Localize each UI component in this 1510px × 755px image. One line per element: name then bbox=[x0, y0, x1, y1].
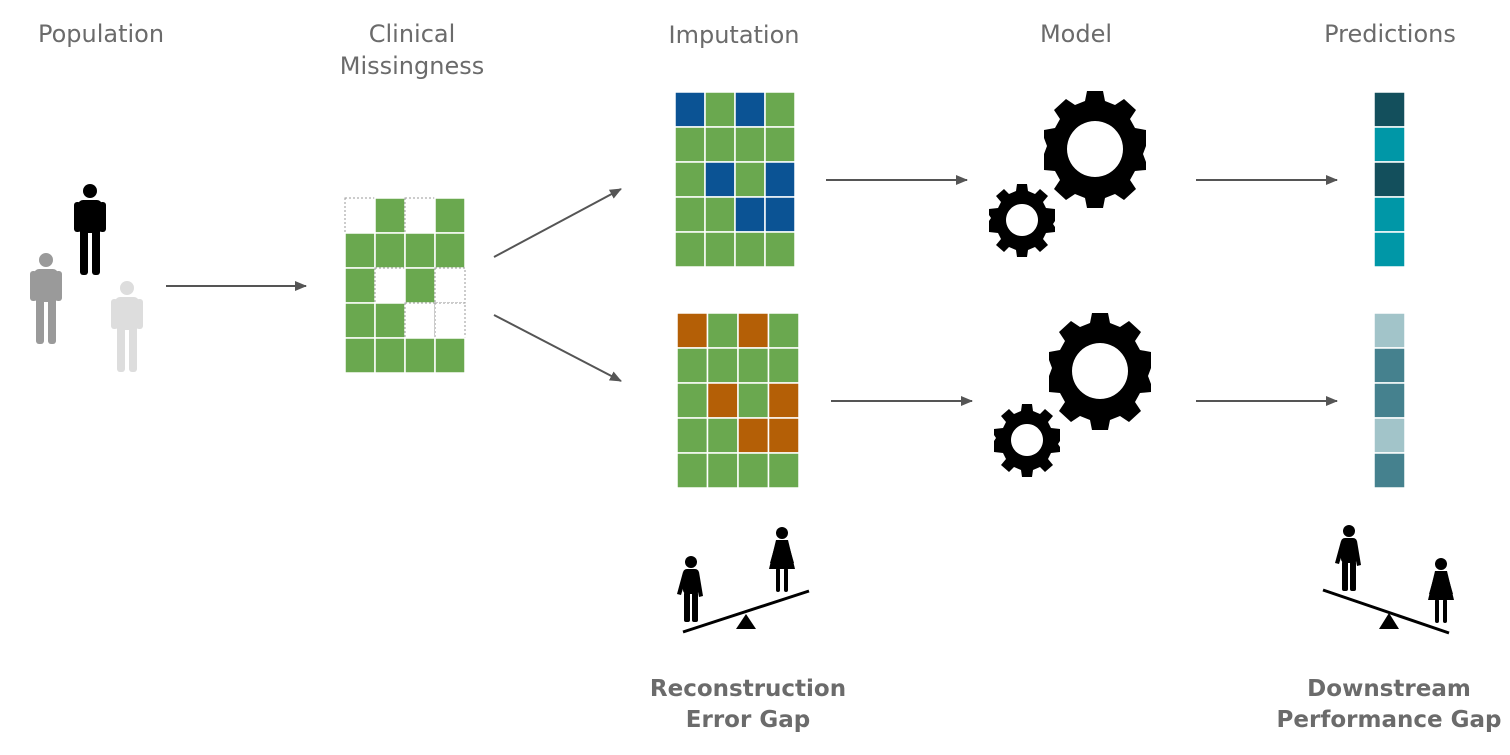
grid-cell-missing bbox=[404, 197, 436, 234]
grid-cell-observed bbox=[374, 232, 406, 269]
grid-cell-observed bbox=[737, 382, 770, 419]
prediction-cell bbox=[1373, 161, 1406, 198]
reconstruction-gap-label: Reconstruction Error Gap bbox=[649, 676, 847, 733]
grid-cell-observed bbox=[706, 312, 739, 349]
prediction-cell bbox=[1373, 452, 1406, 489]
grid-cell-observed bbox=[374, 302, 406, 339]
grid-cell-imputed bbox=[674, 91, 706, 128]
downstream-gap-label: Downstream Performance Gap bbox=[1276, 676, 1502, 733]
person-icon bbox=[111, 281, 143, 372]
predictions-bottom bbox=[1373, 312, 1406, 489]
grid-cell-imputed bbox=[764, 196, 796, 233]
grid-cell-imputed bbox=[734, 196, 766, 233]
stage-label-predictions: Predictions bbox=[1324, 20, 1456, 48]
arrow-icon bbox=[493, 188, 622, 258]
grid-cell-imputed bbox=[676, 312, 709, 349]
prediction-cell bbox=[1373, 417, 1406, 454]
grid-cell-observed bbox=[344, 302, 376, 339]
grid-cell-observed bbox=[706, 347, 739, 384]
grid-cell-missing bbox=[434, 302, 466, 339]
prediction-cell bbox=[1373, 312, 1406, 349]
grid-cell-observed bbox=[704, 231, 736, 268]
grid-cell-observed bbox=[764, 126, 796, 163]
grid-cell-observed bbox=[374, 337, 406, 374]
grid-cell-missing bbox=[434, 267, 466, 304]
stage-label-model: Model bbox=[1039, 20, 1113, 48]
grid-cell-observed bbox=[434, 337, 466, 374]
seesaw-icon bbox=[1322, 525, 1454, 635]
prediction-cell bbox=[1373, 231, 1406, 268]
grid-cell-imputed bbox=[737, 312, 770, 349]
prediction-cell bbox=[1373, 91, 1406, 128]
prediction-cell bbox=[1373, 347, 1406, 384]
grid-cell-missing bbox=[404, 302, 436, 339]
grid-cell-imputed bbox=[764, 161, 796, 198]
grid-cell-observed bbox=[434, 197, 466, 234]
grid-cell-observed bbox=[434, 232, 466, 269]
grid-cell-observed bbox=[674, 161, 706, 198]
grid-cell-observed bbox=[404, 337, 436, 374]
stage-label-missingness: Clinical Missingness bbox=[339, 20, 485, 80]
stage-label-population: Population bbox=[37, 20, 165, 48]
grid-cell-imputed bbox=[767, 417, 800, 454]
grid-cell-observed bbox=[764, 91, 796, 128]
grid-cell-missing bbox=[344, 197, 376, 234]
seesaw-icon bbox=[677, 527, 810, 634]
grid-cell-observed bbox=[674, 196, 706, 233]
grid-cell-observed bbox=[764, 231, 796, 268]
grid-cell-observed bbox=[734, 161, 766, 198]
grid-cell-observed bbox=[767, 312, 800, 349]
stage-label-imputation: Imputation bbox=[668, 21, 800, 49]
grid-cell-observed bbox=[734, 126, 766, 163]
grid-cell-imputed bbox=[734, 91, 766, 128]
person-icon bbox=[74, 184, 106, 275]
grid-cell-observed bbox=[344, 337, 376, 374]
gear-icon bbox=[989, 184, 1055, 257]
grid-cell-observed bbox=[674, 126, 706, 163]
grid-cell-observed bbox=[734, 231, 766, 268]
arrow-icon bbox=[493, 314, 622, 382]
grid-cell-observed bbox=[704, 91, 736, 128]
imputation-grid-top bbox=[674, 91, 796, 268]
grid-cell-observed bbox=[676, 452, 709, 489]
missingness-grid bbox=[344, 197, 466, 374]
grid-cell-imputed bbox=[737, 417, 770, 454]
grid-cell-imputed bbox=[704, 161, 736, 198]
grid-cell-imputed bbox=[706, 382, 739, 419]
prediction-cell bbox=[1373, 126, 1406, 163]
gear-icon bbox=[994, 404, 1060, 477]
model-bottom bbox=[994, 313, 1151, 477]
grid-cell-imputed bbox=[767, 382, 800, 419]
grid-cell-missing bbox=[374, 267, 406, 304]
grid-cell-observed bbox=[767, 452, 800, 489]
grid-cell-observed bbox=[704, 196, 736, 233]
grid-cell-observed bbox=[676, 347, 709, 384]
grid-cell-observed bbox=[404, 232, 436, 269]
grid-cell-observed bbox=[704, 126, 736, 163]
grid-cell-observed bbox=[374, 197, 406, 234]
grid-cell-observed bbox=[737, 452, 770, 489]
imputation-grid-bottom bbox=[676, 312, 800, 489]
grid-cell-observed bbox=[404, 267, 436, 304]
person-icon bbox=[30, 253, 62, 344]
grid-cell-observed bbox=[674, 231, 706, 268]
prediction-cell bbox=[1373, 196, 1406, 233]
grid-cell-observed bbox=[344, 267, 376, 304]
predictions-top bbox=[1373, 91, 1406, 268]
population-icons bbox=[30, 184, 143, 372]
grid-cell-observed bbox=[706, 417, 739, 454]
grid-cell-observed bbox=[706, 452, 739, 489]
flow-arrows bbox=[166, 175, 1338, 406]
model-top bbox=[989, 91, 1146, 257]
gear-icon bbox=[1044, 91, 1146, 208]
grid-cell-observed bbox=[767, 347, 800, 384]
prediction-cell bbox=[1373, 382, 1406, 419]
gear-icon bbox=[1049, 313, 1151, 430]
grid-cell-observed bbox=[676, 382, 709, 419]
grid-cell-observed bbox=[344, 232, 376, 269]
grid-cell-observed bbox=[676, 417, 709, 454]
grid-cell-observed bbox=[737, 347, 770, 384]
